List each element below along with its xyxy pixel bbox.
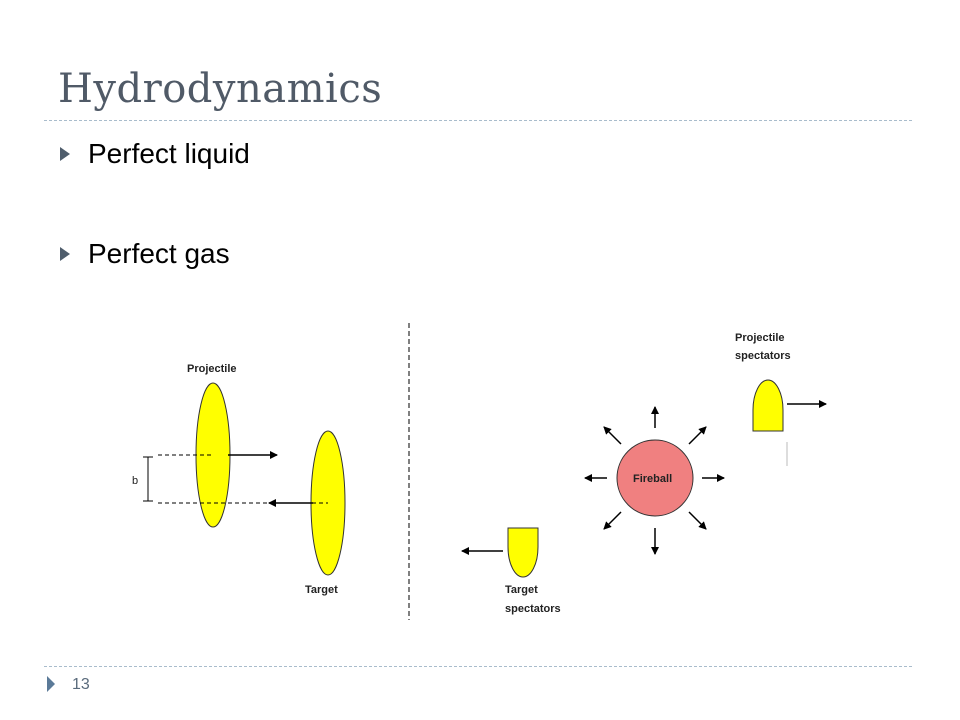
fireball — [616, 439, 694, 517]
emission-arrow-up-right — [688, 426, 707, 445]
emission-arrow-down-left — [603, 511, 622, 530]
bullet-text: Perfect liquid — [88, 138, 250, 169]
projectile-spectators-label-line1: Projectile — [735, 332, 785, 344]
bullet-triangle-icon — [60, 147, 70, 161]
impact-parameter-label: b — [132, 475, 138, 487]
fireball-emission-arrows — [584, 406, 725, 555]
page-number: 13 — [72, 676, 90, 693]
bullet-text: Perfect gas — [88, 238, 230, 269]
bullet-triangle-icon — [60, 247, 70, 261]
fireball-label: Fireball — [633, 473, 672, 485]
bullet-perfect-liquid: Perfect liquid — [60, 138, 250, 170]
title-divider — [44, 120, 912, 121]
target-spectators-fragment — [507, 527, 539, 578]
emission-arrow-down-right — [688, 511, 707, 530]
slide-title: Hydrodynamics — [58, 66, 383, 112]
target-spectators-label-line2: spectators — [505, 603, 561, 615]
target-spectators-label-line1: Target — [505, 584, 538, 596]
target-label: Target — [305, 584, 338, 596]
projectile-spectators-label-line2: spectators — [735, 350, 791, 362]
projectile-spectators-fragment — [752, 379, 784, 432]
emission-arrow-up-left — [603, 426, 622, 445]
projectile-label: Projectile — [187, 363, 237, 375]
page-marker-icon — [47, 676, 55, 692]
bullet-perfect-gas: Perfect gas — [60, 238, 230, 270]
footer-divider — [44, 666, 912, 667]
